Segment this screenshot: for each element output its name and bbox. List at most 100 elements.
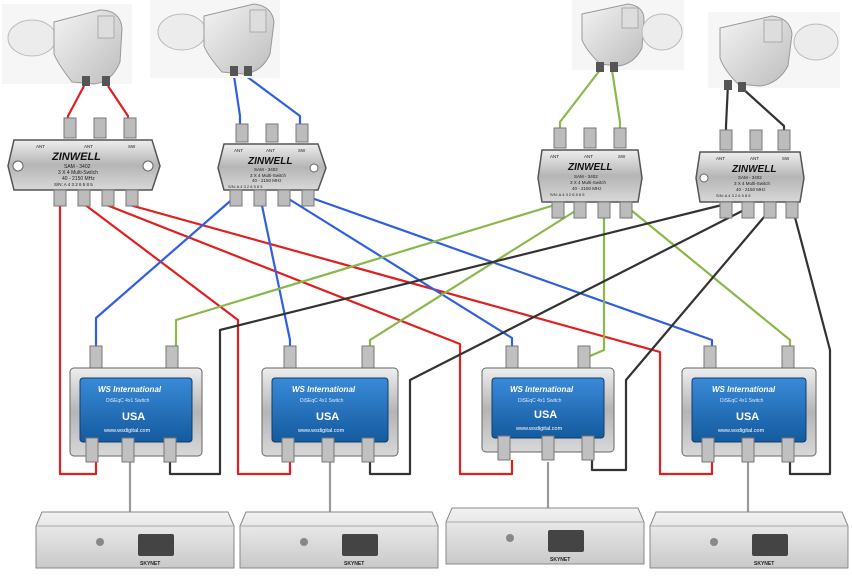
multiswitch-brand: ZINWELL bbox=[731, 164, 776, 175]
cable-black bbox=[788, 205, 832, 476]
diseqc-model: DiSEqC 4x1 Switch bbox=[720, 398, 764, 404]
lnb-4 bbox=[708, 12, 840, 92]
connector-top bbox=[553, 127, 627, 149]
diseqc-url: www.wsdigital.com bbox=[515, 426, 563, 432]
port-label: ANT bbox=[36, 144, 45, 149]
multiswitch-2: ANT ANT SW ZINWELL SAM - 3402 3 X 4 Mult… bbox=[217, 123, 327, 207]
diseqc-model: DiSEqC 4x1 Switch bbox=[518, 398, 562, 404]
cable-black bbox=[368, 207, 749, 476]
connector-bottom bbox=[719, 201, 799, 219]
connector-top bbox=[63, 117, 137, 139]
port-label: SW bbox=[782, 156, 790, 161]
cable-green bbox=[610, 69, 622, 132]
diseqc-switch-1: WS International DiSEqC 4x1 Switch USA w… bbox=[69, 345, 203, 463]
display-panel bbox=[138, 534, 174, 556]
diseqc-brand: WS International bbox=[510, 385, 574, 394]
multiswitch-serial: S/N: A 4 3 2 6 5 8 5 bbox=[228, 184, 263, 189]
lnb-1 bbox=[2, 4, 132, 86]
port-label: ANT bbox=[584, 154, 593, 159]
multiswitch-brand: ZINWELL bbox=[247, 156, 292, 167]
cable-red bbox=[103, 202, 514, 476]
port-label: ANT bbox=[716, 156, 725, 161]
lnb-2 bbox=[150, 0, 280, 78]
connector-top bbox=[235, 123, 309, 143]
multiswitch-desc: 3 X 4 Multi-Switch bbox=[570, 180, 607, 185]
diseqc-country: USA bbox=[122, 411, 145, 423]
diseqc-url: www.wsdigital.com bbox=[297, 428, 345, 434]
multiswitch-model: SAM - 3402 bbox=[254, 167, 278, 172]
connector-top bbox=[719, 129, 791, 151]
diseqc-country: USA bbox=[534, 409, 557, 421]
cable-red bbox=[58, 204, 98, 476]
diseqc-url: www.wsdigital.com bbox=[717, 428, 765, 434]
power-button-icon bbox=[710, 538, 718, 546]
multiswitch-3: ANT ANT SW ZINWELL SAM - 3402 3 X 4 Mult… bbox=[537, 127, 643, 219]
connector-bottom bbox=[53, 189, 139, 207]
diseqc-brand: WS International bbox=[292, 385, 356, 394]
diseqc-country: USA bbox=[736, 411, 759, 423]
diseqc-switch-4: WS International DiSEqC 4x1 Switch USA w… bbox=[681, 345, 817, 463]
power-button-icon bbox=[300, 538, 308, 546]
diseqc-url: www.wsdigital.com bbox=[103, 428, 151, 434]
multiswitch-desc: 3 X 4 Multi-Switch bbox=[734, 181, 771, 186]
multiswitch-model: SAM - 3402 bbox=[574, 174, 598, 179]
connector-bottom bbox=[229, 189, 315, 207]
cable-black bbox=[168, 202, 727, 476]
receiver-brand: SKYNET bbox=[550, 557, 570, 563]
multiswitch-brand: ZINWELL bbox=[567, 162, 612, 173]
cable-red bbox=[125, 202, 714, 476]
multiswitch-1: ANT ANT SW ZINWELL SAM - 3402 3 X 4 Mult… bbox=[7, 117, 161, 207]
multiswitch-brand: ZINWELL bbox=[51, 151, 101, 163]
power-button-icon bbox=[96, 538, 104, 546]
receiver-4: SKYNET bbox=[649, 511, 849, 569]
cable-red bbox=[83, 203, 292, 476]
display-panel bbox=[752, 534, 788, 556]
multiswitch-serial: S/N: A 4 3 2 6 5 8 5 bbox=[550, 192, 585, 197]
multiswitch-freq: 40 - 2150 MHz bbox=[252, 178, 282, 183]
cable-black bbox=[741, 87, 786, 134]
multiswitch-model: SAM - 3402 bbox=[738, 175, 762, 180]
receiver-brand: SKYNET bbox=[344, 561, 364, 567]
multiswitch-serial: S/N: A 4 3 2 6 5 8 5 bbox=[716, 193, 751, 198]
multiswitch-freq: 40 - 2150 MHz bbox=[62, 176, 95, 182]
power-button-icon bbox=[506, 534, 514, 542]
diseqc-brand: WS International bbox=[712, 385, 776, 394]
receiver-3: SKYNET bbox=[445, 507, 645, 565]
multiswitch-freq: 40 - 2150 MHz bbox=[736, 187, 766, 192]
multiswitch-desc: 3 X 4 Multi-Switch bbox=[250, 173, 287, 178]
port-label: ANT bbox=[84, 144, 93, 149]
cable-blue bbox=[245, 75, 302, 128]
diseqc-switch-2: WS International DiSEqC 4x1 Switch USA w… bbox=[261, 345, 399, 463]
cable-black bbox=[590, 209, 771, 472]
port-label: SW bbox=[298, 148, 306, 153]
cable-blue bbox=[94, 195, 237, 356]
port-label: SW bbox=[618, 154, 626, 159]
multiswitch-4: ANT ANT SW ZINWELL SAM - 3402 3 X 4 Mult… bbox=[695, 129, 805, 219]
diseqc-switch-3: WS International DiSEqC 4x1 Switch USA w… bbox=[481, 345, 615, 461]
display-panel bbox=[342, 534, 378, 556]
receiver-brand: SKYNET bbox=[140, 561, 160, 567]
diseqc-model: DiSEqC 4x1 Switch bbox=[300, 398, 344, 404]
multiswitch-serial: S/N: A 4 3 2 6 5 8 5 bbox=[54, 182, 93, 187]
port-label: ANT bbox=[550, 154, 559, 159]
display-panel bbox=[548, 530, 584, 552]
diseqc-model: DiSEqC 4x1 Switch bbox=[106, 398, 150, 404]
receiver-2: SKYNET bbox=[239, 511, 439, 569]
port-label: SW bbox=[128, 144, 136, 149]
cable-black bbox=[724, 83, 730, 134]
lnb-3 bbox=[572, 0, 684, 72]
port-label: ANT bbox=[234, 148, 243, 153]
cable-green bbox=[174, 202, 559, 356]
connector-bottom bbox=[551, 201, 633, 219]
cable-blue bbox=[232, 75, 242, 128]
cable-green bbox=[558, 69, 601, 132]
multiswitch-desc: 3 X 4 Multi-Switch bbox=[58, 170, 98, 176]
diseqc-brand: WS International bbox=[98, 385, 162, 394]
diseqc-country: USA bbox=[316, 411, 339, 423]
multiswitch-freq: 40 - 2150 MHz bbox=[572, 186, 602, 191]
receiver-brand: SKYNET bbox=[754, 561, 774, 567]
cable-green bbox=[589, 210, 606, 358]
receiver-1: SKYNET bbox=[35, 511, 235, 569]
port-label: ANT bbox=[266, 148, 275, 153]
